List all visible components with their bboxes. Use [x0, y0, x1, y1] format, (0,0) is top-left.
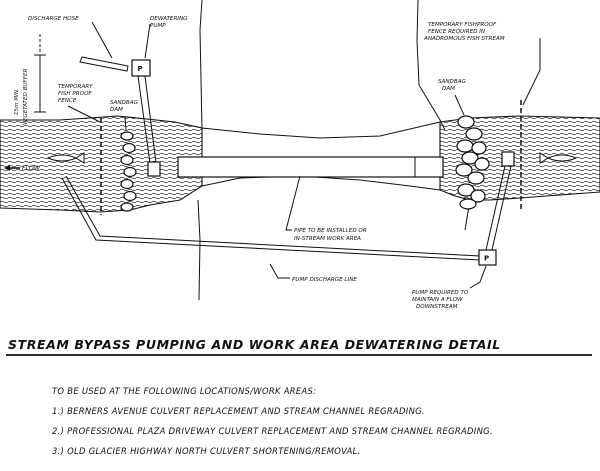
fish-downstream-icon: [539, 152, 578, 164]
buffer-dimension: [34, 34, 46, 113]
dewatering-suction-line: [137, 75, 157, 164]
pump-discharge-line: [61, 175, 481, 261]
dewatering-pump-letter: P: [138, 65, 143, 73]
sandbag-right-label-1: SANDBAG: [438, 79, 467, 85]
road-outline-left: [197, 0, 203, 301]
sandbag-dam-left: [120, 131, 137, 212]
pipe-label-2: IN-STREAM WORK AREA: [294, 236, 361, 242]
stream-channel-upstream: [0, 115, 203, 213]
notes-intro: TO BE USED AT THE FOLLOWING LOCATIONS/WO…: [52, 386, 316, 396]
work-area-pipe: [177, 156, 444, 178]
notes-item-2: 2.) PROFESSIONAL PLAZA DRIVEWAY CULVERT …: [52, 426, 493, 436]
pipe-leader: [285, 175, 301, 231]
bypass-pump-letter: P: [484, 255, 489, 263]
dewatering-pump-leader: [144, 23, 151, 59]
discharge-hose: [79, 56, 129, 72]
sandbag-left-leader: [124, 116, 127, 131]
bypass-pump-box: [478, 249, 497, 266]
pump-required-label-1: PUMP REQUIRED TO: [412, 290, 469, 296]
fence-right-label-1: TEMPORARY FISHPROOF: [428, 22, 497, 28]
fish-upstream-icon: [46, 152, 85, 164]
discharge-hose-leader: [91, 21, 113, 59]
sandbag-left-label-2: DAM: [110, 107, 123, 113]
flow-label: FLOW: [22, 165, 41, 172]
dewatering-pump-label-2: PUMP: [150, 23, 166, 29]
sandbag-dam-right: [455, 115, 490, 210]
fence-left-label-2: FISH PROOF: [58, 91, 92, 97]
bypass-suction-line: [485, 165, 512, 251]
suction-intake: [147, 161, 161, 177]
dewatering-pump-box: [131, 59, 151, 77]
sandbag-left-label-1: SANDBAG: [110, 100, 139, 106]
dewatering-pump-label-1: DEWATERING: [150, 16, 188, 22]
bypass-intake: [501, 151, 515, 167]
buffer-label-2: VEGETATED BUFFER: [23, 69, 29, 125]
fence-left-label-1: TEMPORARY: [58, 84, 93, 90]
fence-right-label-3: ANADROMOUS FISH STREAM: [423, 36, 505, 42]
stream-bank-upper: [201, 121, 441, 139]
pump-required-leader: [469, 265, 487, 289]
stream-bank-lower: [201, 175, 441, 191]
buffer-label-1: 15m MIN.: [14, 88, 20, 115]
detail-title: STREAM BYPASS PUMPING AND WORK AREA DEWA…: [8, 337, 501, 352]
flow-arrow-icon: [4, 165, 20, 171]
pipe-label-1: PIPE TO BE INSTALLED OR: [294, 228, 367, 234]
fence-left-leader: [67, 105, 101, 123]
pump-required-label-3: DOWNSTREAM: [416, 304, 458, 310]
discharge-line-label: PUMP DISCHARGE LINE: [292, 277, 357, 283]
sandbag-right-leader: [454, 94, 465, 116]
fence-left-label-3: FENCE: [58, 98, 77, 104]
discharge-hose-label: DISCHARGE HOSE: [28, 16, 79, 22]
notes-item-1: 1.) BERNERS AVENUE CULVERT REPLACEMENT A…: [52, 406, 425, 416]
pump-required-label-2: MAINTAIN A FLOW: [412, 297, 463, 303]
fence-right-label-2: FENCE REQUIRED IN: [428, 29, 486, 35]
notes-item-3: 3.) OLD GLACIER HIGHWAY NORTH CULVERT SH…: [52, 446, 361, 456]
fence-right-leader: [522, 38, 541, 106]
discharge-line-leader: [269, 263, 290, 279]
sandbag-right-label-2: DAM: [442, 86, 455, 92]
